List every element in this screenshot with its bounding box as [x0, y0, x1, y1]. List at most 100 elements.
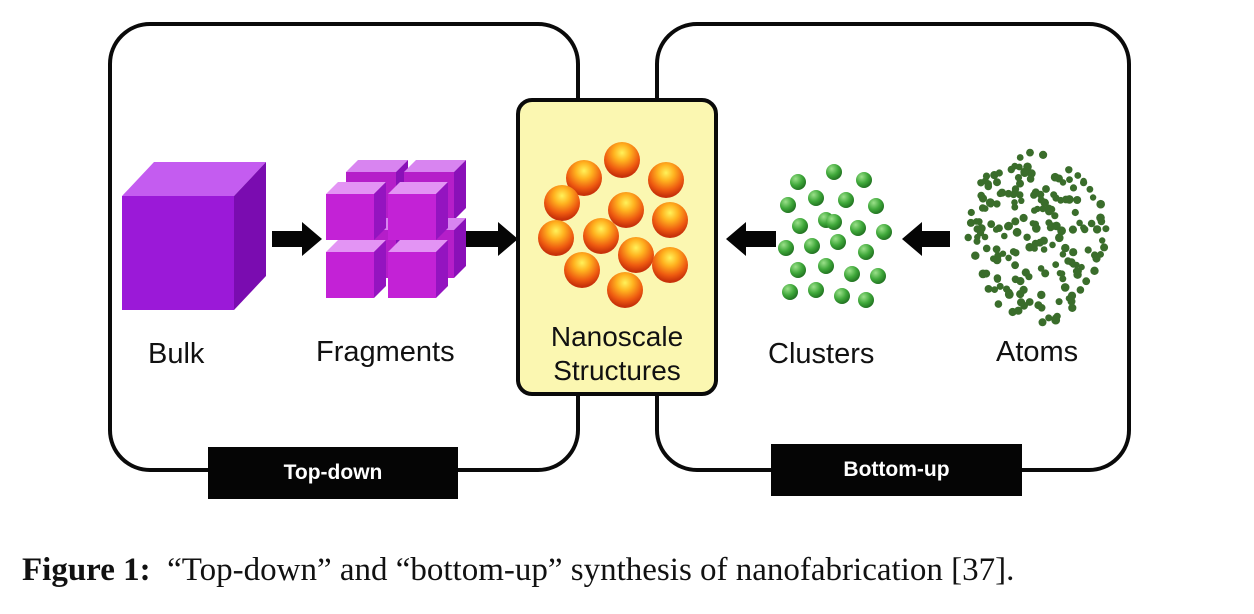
clusters-icon — [778, 164, 892, 308]
atom-dot — [1064, 257, 1072, 265]
atom-dot — [1061, 243, 1070, 253]
atom-dot — [1039, 236, 1048, 245]
atom-dot — [1055, 233, 1063, 240]
center-label-line2: Structures — [553, 354, 681, 386]
atom-dot — [1102, 225, 1110, 233]
atom-dot — [1059, 251, 1067, 258]
atom-dot — [1004, 189, 1013, 198]
atom-dot — [978, 204, 987, 212]
atom-dot — [1011, 275, 1020, 284]
atom-dot — [1038, 318, 1047, 327]
atom-dot — [1009, 248, 1018, 256]
atom-dot — [1011, 217, 1020, 226]
atom-dot — [971, 251, 980, 260]
atom-dot — [1050, 191, 1058, 199]
atom-dot — [1049, 241, 1056, 249]
atom-dot — [1051, 212, 1059, 220]
atom-dot — [977, 179, 985, 187]
atom-dot — [1011, 199, 1018, 206]
bottom-up-panel — [655, 22, 1131, 472]
arrow-left-icon — [902, 222, 950, 256]
atom-dot — [991, 286, 998, 293]
atom-dot — [1059, 275, 1067, 283]
atom-dot — [1036, 190, 1045, 199]
atom-dot — [1097, 217, 1106, 226]
bulk-cube-icon — [122, 162, 266, 310]
atom-dot — [993, 178, 1001, 187]
atom-dot — [1086, 185, 1094, 193]
clusters-label: Clusters — [768, 338, 875, 370]
nanoscale-structures-label: Nanoscale Structures — [522, 320, 712, 387]
atom-dot — [1100, 243, 1109, 252]
atom-dot — [1017, 298, 1026, 307]
fragments-icon — [326, 160, 466, 298]
atom-dot — [1097, 251, 1104, 258]
center-label-line1: Nanoscale — [550, 321, 684, 352]
atom-dot — [1026, 175, 1035, 183]
atom-dot — [1068, 225, 1077, 234]
atom-dot — [985, 198, 995, 208]
atom-dot — [995, 169, 1003, 177]
atom-dot — [1014, 306, 1023, 315]
atom-dot — [981, 233, 989, 241]
atom-dot — [1090, 266, 1099, 275]
nanoparticles-icon — [538, 142, 688, 308]
atom-dot — [1034, 301, 1043, 310]
atom-dot — [1039, 205, 1047, 213]
atom-dot — [1055, 298, 1063, 306]
atoms-label: Atoms — [996, 336, 1079, 368]
atom-dot — [1065, 166, 1073, 174]
atom-dot — [1052, 221, 1061, 231]
atom-dot — [1056, 270, 1064, 277]
atom-dot — [1040, 198, 1050, 207]
figure-number: Figure 1: — [22, 552, 151, 588]
atom-dot — [1089, 194, 1097, 201]
atom-dot — [992, 245, 1001, 254]
atom-dot — [1060, 283, 1070, 292]
atom-dot — [1084, 246, 1092, 254]
atom-dot — [1004, 221, 1013, 231]
atom-dot — [1014, 174, 1023, 182]
atom-dot — [1092, 225, 1102, 234]
atom-dot — [1073, 196, 1082, 204]
atom-dot — [1080, 224, 1087, 231]
atom-dot — [1067, 291, 1077, 300]
atom-dot — [982, 244, 991, 253]
atom-dot — [1052, 261, 1060, 268]
atom-dot — [964, 233, 972, 242]
atom-dot — [1025, 242, 1034, 252]
atom-dot — [1005, 254, 1012, 262]
atom-dot — [1059, 179, 1067, 186]
atom-dot — [982, 172, 991, 180]
atom-dot — [1019, 213, 1028, 223]
atom-dot — [993, 200, 1001, 208]
atom-dot — [1040, 246, 1048, 253]
synthesis-diagram — [108, 22, 1131, 499]
atom-dot — [978, 269, 988, 279]
atom-dot — [1065, 195, 1074, 204]
atom-dot — [992, 226, 1000, 233]
atom-dot — [1080, 179, 1088, 187]
atom-dot — [1068, 303, 1077, 312]
atom-dot — [1016, 154, 1024, 161]
figure-caption: Figure 1: “Top-down” and “bottom-up” syn… — [22, 552, 1014, 589]
arrow-left-icon — [726, 222, 776, 256]
atom-dot — [1096, 199, 1105, 209]
atom-dot — [996, 190, 1004, 198]
atom-dot — [1042, 185, 1050, 193]
atom-dot — [1045, 204, 1053, 213]
atoms-icon — [964, 148, 1110, 327]
bulk-label: Bulk — [148, 338, 205, 370]
atom-dot — [1011, 203, 1019, 211]
caption-text: “Top-down” and “bottom-up” synthesis of … — [167, 552, 1015, 588]
atom-dot — [1075, 267, 1082, 275]
atom-dot — [976, 229, 985, 237]
atom-dot — [984, 285, 993, 293]
atom-dot — [1076, 286, 1085, 294]
atom-dot — [1001, 232, 1008, 240]
atom-dot — [966, 218, 975, 227]
atom-dot — [1066, 176, 1073, 184]
atom-dot — [1099, 237, 1106, 244]
atom-dot — [975, 218, 983, 226]
atom-dot — [1018, 197, 1025, 204]
